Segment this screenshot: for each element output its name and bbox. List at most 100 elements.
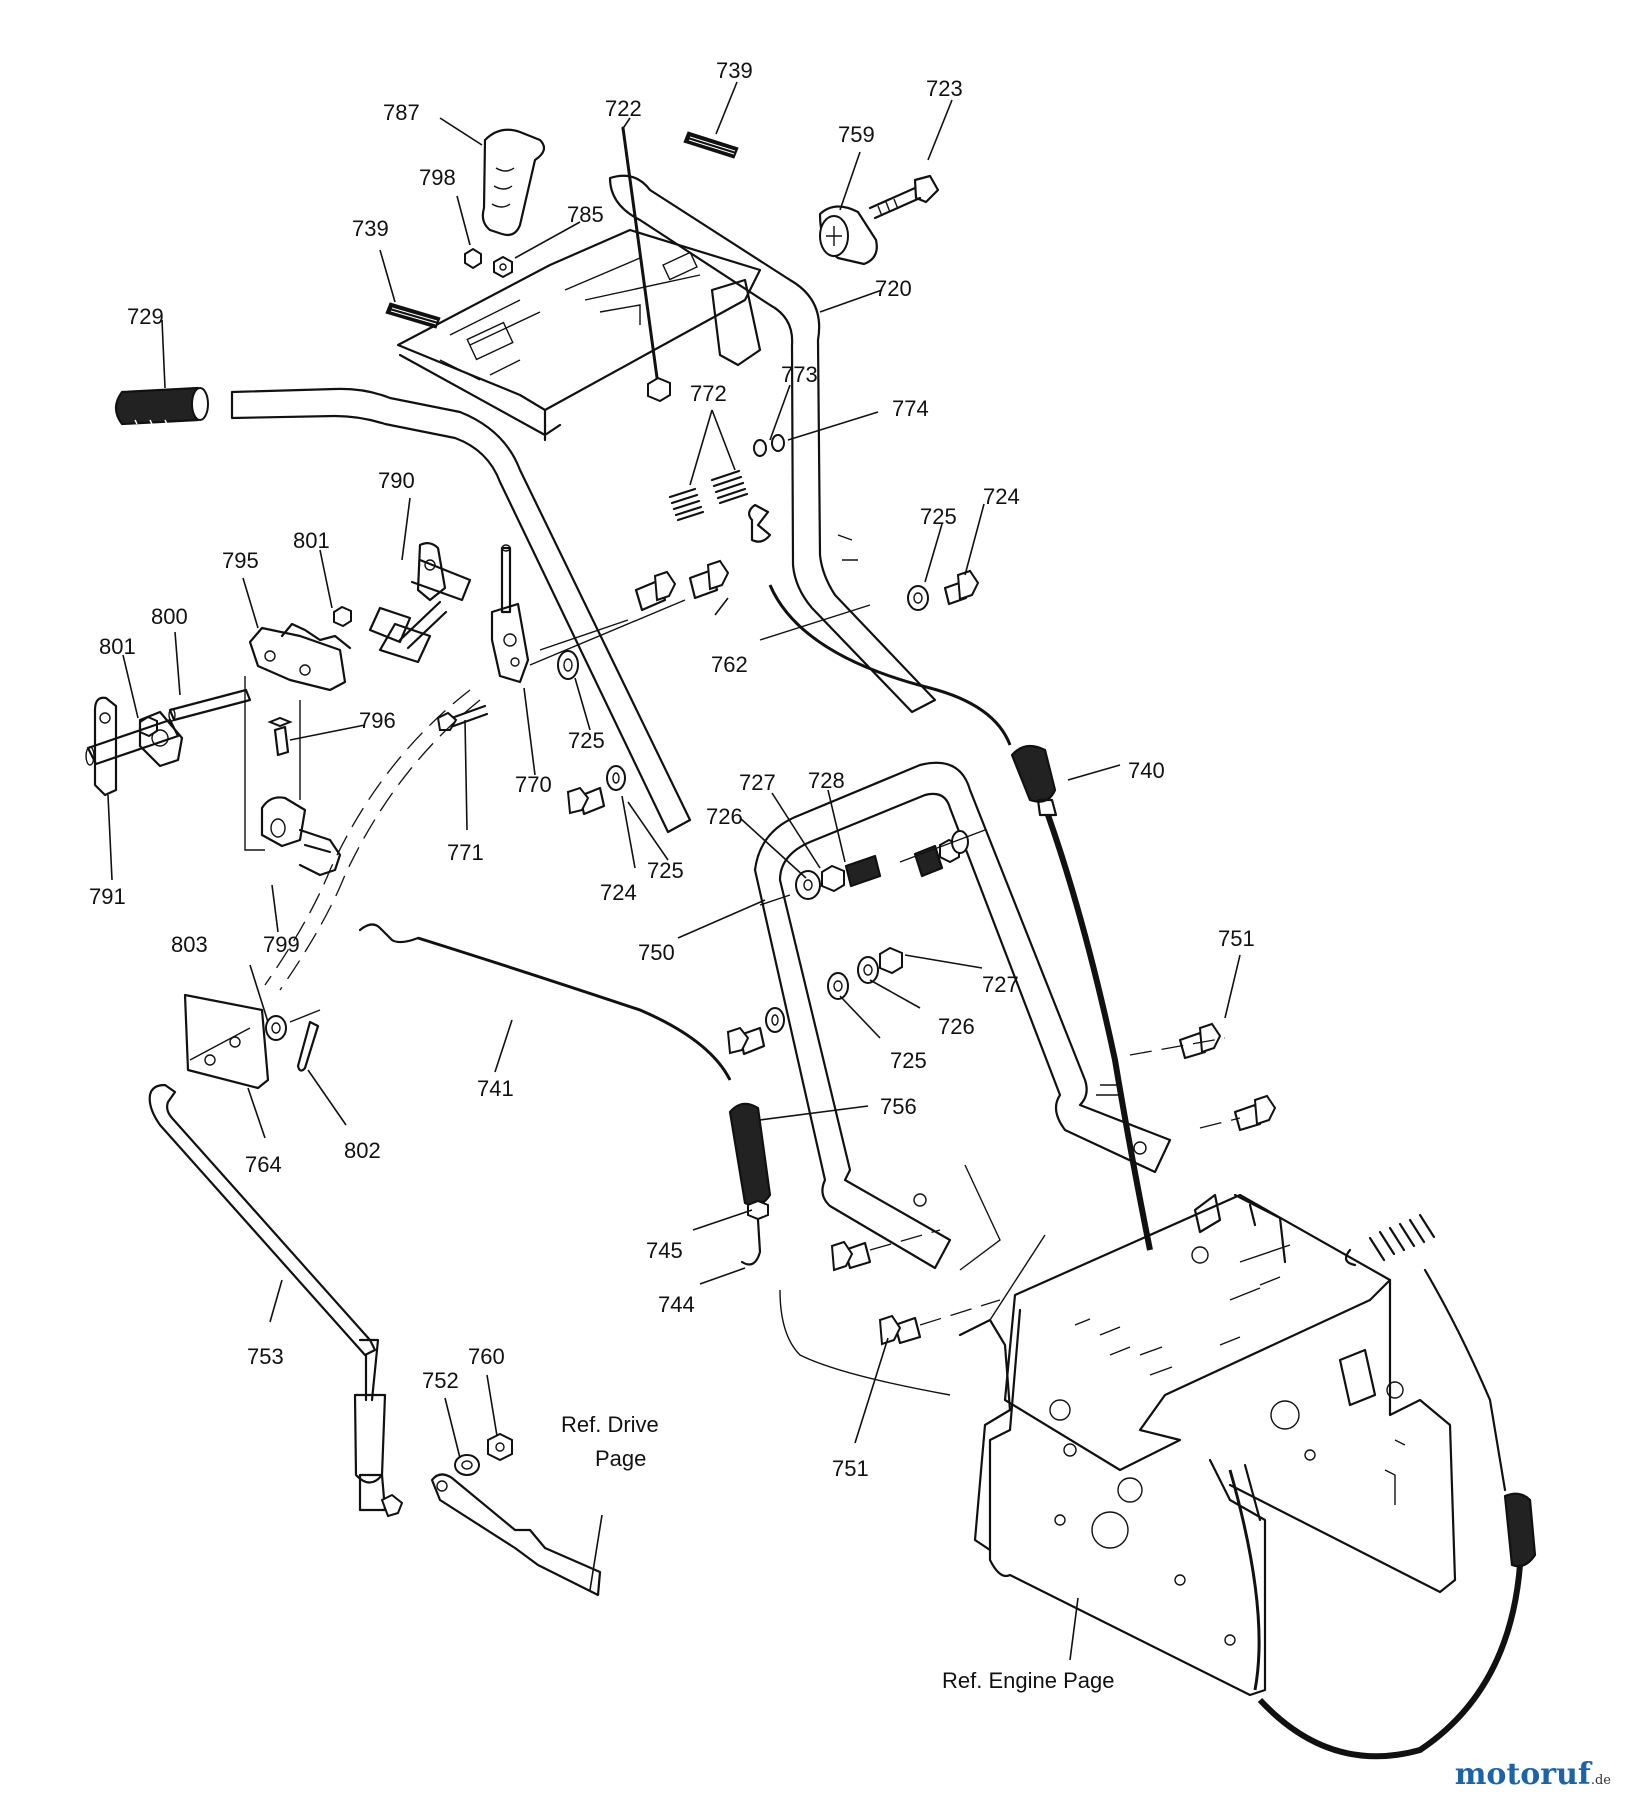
bolt-723 xyxy=(868,174,940,220)
decal-739-top xyxy=(683,131,739,159)
label-762: 762 xyxy=(711,652,748,677)
label-801-left: 801 xyxy=(99,634,136,659)
label-760: 760 xyxy=(468,1344,505,1369)
label-722: 722 xyxy=(605,96,642,121)
nut-801-upper xyxy=(333,605,352,628)
label-740: 740 xyxy=(1128,758,1165,783)
label-727-top: 727 xyxy=(739,770,776,795)
label-745: 745 xyxy=(646,1238,683,1263)
label-771: 771 xyxy=(447,840,484,865)
handle-grip-787 xyxy=(481,128,546,237)
label-724-top: 724 xyxy=(983,484,1020,509)
label-744: 744 xyxy=(658,1292,695,1317)
part-labels: 787 722 739 723 759 798 785 739 720 729 … xyxy=(89,58,1255,1693)
label-750: 750 xyxy=(638,940,675,965)
springs-772 xyxy=(668,469,749,522)
upper-handle-720 xyxy=(230,174,937,834)
label-726-lower: 726 xyxy=(938,1014,975,1039)
bolt-771 xyxy=(436,704,489,731)
label-720: 720 xyxy=(875,276,912,301)
washer-725-upper xyxy=(557,650,579,680)
label-800: 800 xyxy=(151,604,188,629)
rod-741 xyxy=(264,689,481,991)
label-723: 723 xyxy=(926,76,963,101)
pin-800 xyxy=(168,688,252,722)
label-739-top: 739 xyxy=(716,58,753,83)
label-774: 774 xyxy=(892,396,929,421)
small-nut-798 xyxy=(464,247,482,270)
label-725-left: 725 xyxy=(647,858,684,883)
label-795: 795 xyxy=(222,548,259,573)
label-728: 728 xyxy=(808,768,845,793)
watermark-main: motoruf xyxy=(1454,1757,1591,1792)
z-bracket-cable-end xyxy=(748,503,772,543)
label-725-lower: 725 xyxy=(890,1048,927,1073)
label-796: 796 xyxy=(359,708,396,733)
label-725-mid: 725 xyxy=(568,728,605,753)
label-751-right: 751 xyxy=(1218,926,1255,951)
label-785: 785 xyxy=(567,202,604,227)
cable-741 xyxy=(358,923,732,1081)
label-753: 753 xyxy=(247,1344,284,1369)
label-772: 772 xyxy=(690,381,727,406)
lower-handle-750 xyxy=(753,761,1172,1270)
label-741: 741 xyxy=(477,1076,514,1101)
label-799: 799 xyxy=(263,932,300,957)
spring-756 xyxy=(728,1102,772,1266)
label-790: 790 xyxy=(378,468,415,493)
console-panel xyxy=(396,228,762,442)
label-726-top: 726 xyxy=(706,804,743,829)
frame-assembly xyxy=(958,1193,1457,1697)
washer-nut-752-760 xyxy=(454,1432,513,1476)
label-801-upper: 801 xyxy=(293,528,330,553)
label-739-left: 739 xyxy=(352,216,389,241)
label-770: 770 xyxy=(515,772,552,797)
grip-729 xyxy=(114,386,209,426)
label-724-left: 724 xyxy=(600,880,637,905)
label-725-top: 725 xyxy=(920,504,957,529)
label-803: 803 xyxy=(171,932,208,957)
bracket-795 xyxy=(248,622,352,692)
watermark-logo: motoruf.de xyxy=(1455,1757,1611,1792)
label-727-lower: 727 xyxy=(982,972,1019,997)
knob-759 xyxy=(818,205,878,266)
bracket-799 xyxy=(260,796,342,877)
rod-753 xyxy=(148,1083,404,1518)
decal-739-left xyxy=(385,302,441,329)
nut-785 xyxy=(493,255,513,279)
label-756: 756 xyxy=(880,1094,917,1119)
leader-lines xyxy=(107,81,1241,1661)
ref-engine-page: Ref. Engine Page xyxy=(942,1668,1114,1693)
label-751-lower: 751 xyxy=(832,1456,869,1481)
washer-803 xyxy=(265,1015,287,1041)
cable-740 xyxy=(768,584,1153,1251)
shaft-790 xyxy=(368,541,472,664)
rod-722 xyxy=(621,126,671,403)
cotter-802 xyxy=(296,1020,320,1072)
bracket-drive xyxy=(430,1473,602,1597)
washers-773 xyxy=(753,434,785,457)
bolts-751 xyxy=(830,1022,1277,1346)
washer-bolt-724-725-right xyxy=(907,569,980,611)
shaft-791 xyxy=(85,696,184,797)
label-773: 773 xyxy=(781,362,818,387)
plate-764 xyxy=(183,993,270,1090)
ref-drive-line1: Ref. Drive xyxy=(561,1412,659,1437)
screw-796 xyxy=(267,716,293,757)
label-752: 752 xyxy=(422,1368,459,1393)
label-802: 802 xyxy=(344,1138,381,1163)
label-798: 798 xyxy=(419,165,456,190)
spring-cable-right xyxy=(1228,1213,1537,1760)
label-729: 729 xyxy=(127,304,164,329)
bracket-770 xyxy=(490,544,530,684)
watermark-suffix: .de xyxy=(1590,1773,1611,1788)
washer-bolt-724-725-mid xyxy=(566,765,626,816)
ref-drive-line2: Page xyxy=(595,1446,646,1471)
bolts-762 xyxy=(634,559,730,612)
label-759: 759 xyxy=(838,122,875,147)
label-791: 791 xyxy=(89,884,126,909)
label-787: 787 xyxy=(383,100,420,125)
spacer-stack-725-726-727-lower xyxy=(726,946,903,1056)
spacer-stack-726-727-728 xyxy=(795,830,969,900)
